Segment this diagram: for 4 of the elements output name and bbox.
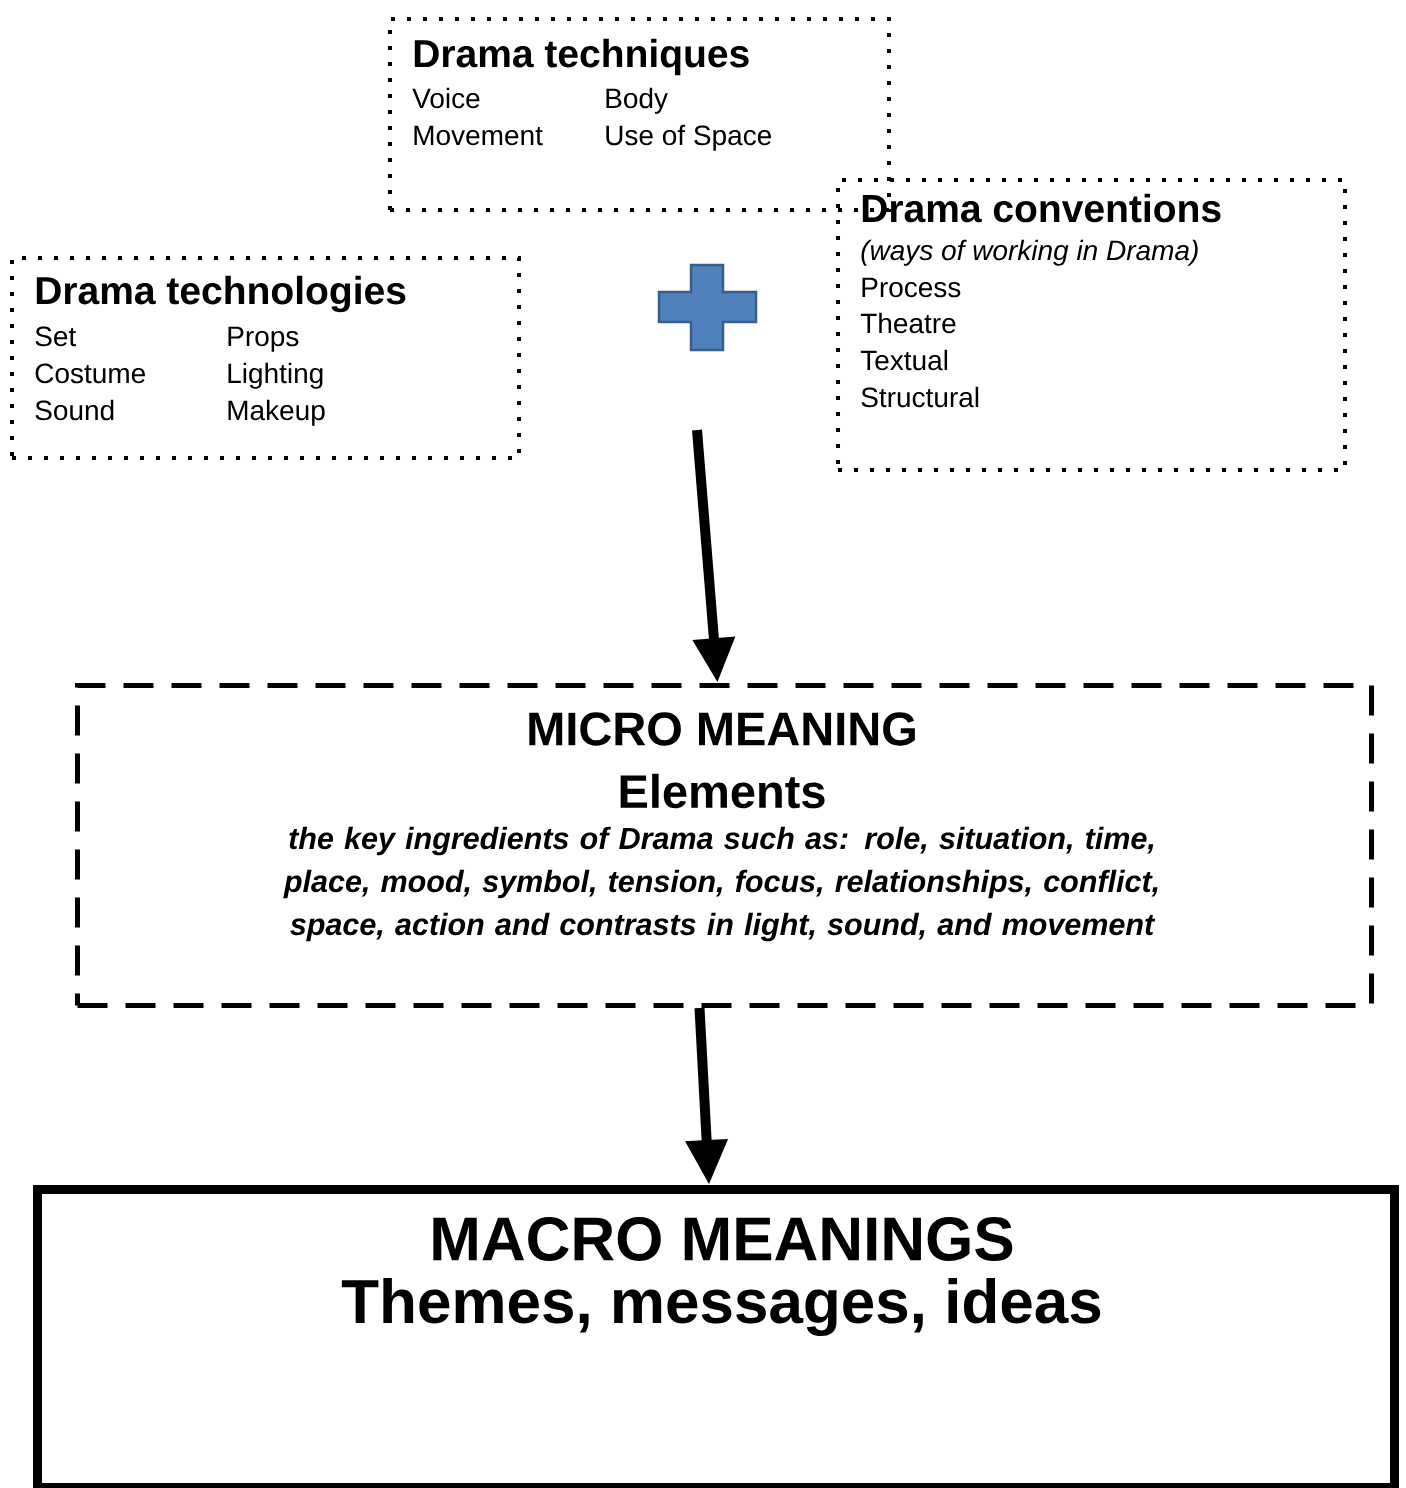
text-box: Drama conventions (ways of working in Drama) Process Theatre Textual Structural (836, 178, 1347, 472)
dashed-box: MICRO MEANING Elements the key ingredients of Drama such as: role, situation, time, place, mood, symbol, tension, focus, relationships, conflict, space, action and contrasts in light, sound, and movement (75, 683, 1374, 1008)
text-box: Drama technologies Set Props Costume Lighting Sound Makeup (10, 256, 521, 460)
solid-box: MACRO MEANINGS Themes, messages, ideas (33, 1185, 1399, 1488)
